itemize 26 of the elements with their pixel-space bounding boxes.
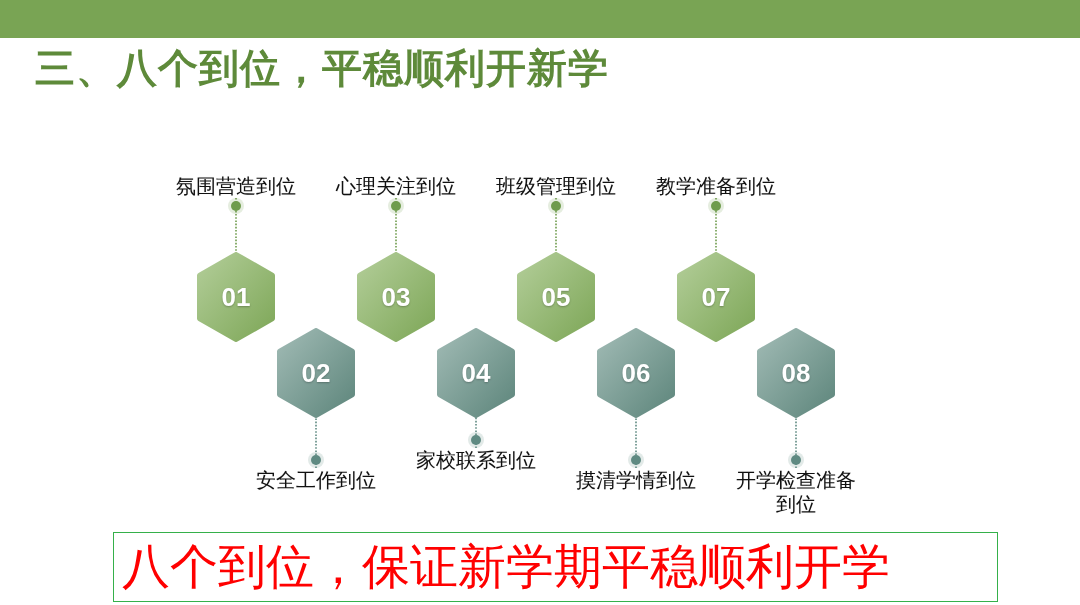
leader-line xyxy=(308,416,324,469)
leader-line xyxy=(548,197,564,254)
leader-line xyxy=(628,416,644,469)
leader-line xyxy=(788,416,804,469)
hexagon-badge: 08 xyxy=(757,328,835,418)
hexagon-badge: 03 xyxy=(357,252,435,342)
hexagon-badge: 02 xyxy=(277,328,355,418)
leader-line xyxy=(388,197,404,254)
hexagon-badge: 07 xyxy=(677,252,755,342)
step-label: 家校联系到位 xyxy=(416,448,536,472)
hexagon-badge: 01 xyxy=(197,252,275,342)
slide-title: 三、八个到位，平稳顺利开新学 xyxy=(35,44,609,92)
hexagon-badge: 05 xyxy=(517,252,595,342)
step-label: 安全工作到位 xyxy=(256,468,376,492)
step-label: 摸清学情到位 xyxy=(576,468,696,492)
leader-line xyxy=(228,197,244,254)
step-label: 氛围营造到位 xyxy=(176,174,296,198)
step-label: 心理关注到位 xyxy=(336,174,456,198)
step-label: 开学检查准备到位 xyxy=(734,468,858,516)
summary-banner: 八个到位，保证新学期平稳顺利开学 xyxy=(113,532,998,602)
hexagon-badge: 06 xyxy=(597,328,675,418)
hexagon-badge: 04 xyxy=(437,328,515,418)
leader-line xyxy=(468,416,484,449)
step-label: 班级管理到位 xyxy=(496,174,616,198)
leader-line xyxy=(708,197,724,254)
step-label: 教学准备到位 xyxy=(656,174,776,198)
